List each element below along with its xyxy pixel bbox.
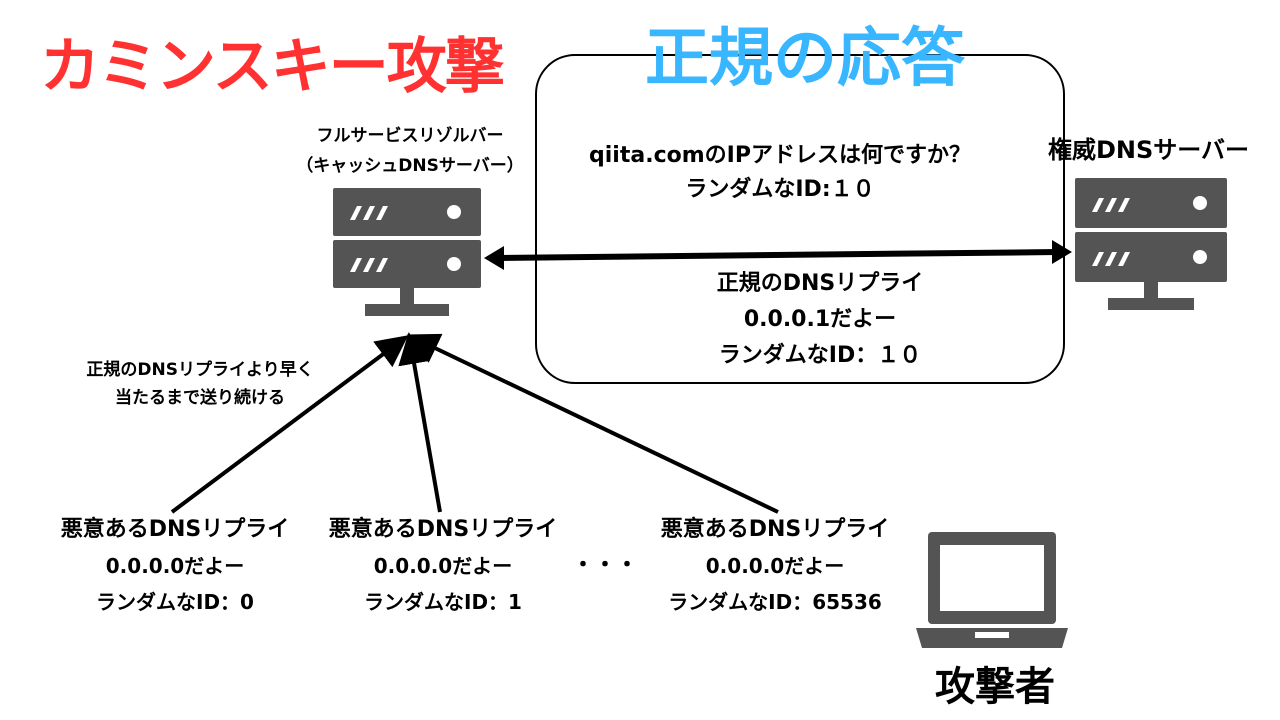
bidirectional-arrow	[484, 240, 1072, 270]
malicious-reply-2-line2: 0.0.0.0だよー	[705, 554, 845, 578]
malicious-reply-1-line2: 0.0.0.0だよー	[373, 554, 513, 578]
malicious-reply-2-line3: ランダムなID：65536	[668, 590, 882, 614]
malicious-reply-1-line3: ランダムなID：1	[364, 590, 522, 614]
attack-arrow-0	[170, 335, 409, 514]
attack-arrows	[170, 332, 779, 514]
legit-reply-line2: 0.0.0.1だよー	[743, 307, 897, 332]
malicious-reply-1-line1: 悪意あるDNSリプライ	[328, 517, 558, 542]
malicious-reply-2-line1: 悪意あるDNSリプライ	[660, 517, 890, 542]
main-title: カミンスキー攻撃	[40, 32, 505, 102]
query-line1: qiita.comのIPアドレスは何ですか？	[589, 143, 971, 168]
query-line2: ランダムなID:１０	[685, 177, 875, 202]
legit-response-box	[535, 54, 1065, 384]
legit-reply-line1: 正規のDNSリプライ	[716, 271, 924, 296]
box-title: 正規の応答	[645, 22, 965, 96]
malicious-reply-0-line2: 0.0.0.0だよー	[105, 554, 245, 578]
authoritative-server-icon	[1075, 178, 1227, 310]
malicious-reply-0-line1: 悪意あるDNSリプライ	[60, 517, 290, 542]
ellipsis: ・・・	[571, 553, 638, 578]
legit-reply-line3: ランダムなID：１０	[718, 343, 922, 368]
attack-note-line2: 当たるまで送り続ける	[115, 388, 285, 408]
resolver-label-line1: フルサービスリゾルバー	[316, 126, 504, 146]
authoritative-label: 権威DNSサーバー	[1048, 136, 1250, 164]
resolver-label-line2: （キャッシュDNSサーバー）	[296, 156, 524, 176]
malicious-reply-0-line3: ランダムなID：0	[96, 590, 254, 614]
attacker-laptop-icon	[916, 532, 1068, 648]
resolver-server-icon	[333, 188, 481, 316]
attack-note-line1: 正規のDNSリプライより早く	[86, 360, 314, 380]
attacker-label: 攻撃者	[935, 664, 1055, 710]
attack-arrow-1	[398, 332, 442, 513]
attack-arrow-2	[406, 333, 779, 514]
